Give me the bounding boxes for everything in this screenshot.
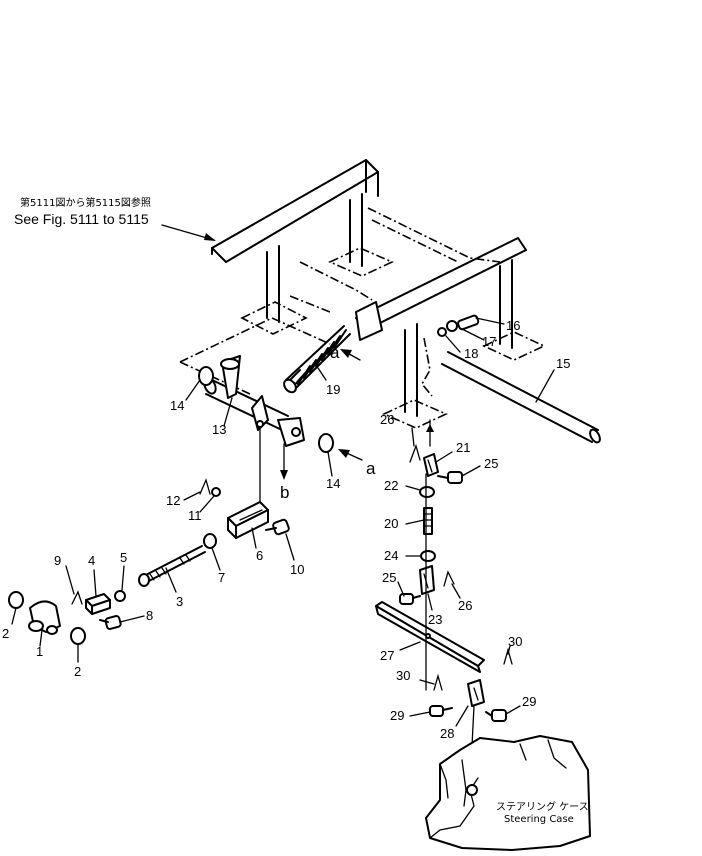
part-label-20: 20 xyxy=(384,516,398,531)
cotter-pin-30-left xyxy=(433,673,443,691)
bolt-16 xyxy=(457,314,480,331)
part-label-24: 24 xyxy=(384,548,398,563)
rod-20 xyxy=(423,507,433,535)
part-label-28: 28 xyxy=(440,726,454,741)
rod-3-nut xyxy=(138,573,150,587)
part-label-3: 3 xyxy=(176,594,183,609)
frame-hidden-lines xyxy=(179,207,501,397)
part-label-23: 23 xyxy=(428,612,442,627)
cotter-pin-12 xyxy=(199,478,211,495)
clevis-23 xyxy=(419,565,435,595)
lever-1 xyxy=(28,600,61,635)
part-label-25-upper: 25 xyxy=(484,456,498,471)
spring-bracket xyxy=(355,301,383,341)
shaft-15 xyxy=(441,351,601,444)
part-label-17: 17 xyxy=(482,334,496,349)
block-4 xyxy=(85,593,111,615)
part-label-30-right: 30 xyxy=(508,634,522,649)
view-marker-a-upper: a xyxy=(330,343,340,362)
bushing-14-lower xyxy=(318,433,334,453)
part-label-8: 8 xyxy=(146,608,153,623)
part-label-16: 16 xyxy=(506,318,520,333)
bolt-16-assembly xyxy=(437,314,480,337)
view-marker-a-lower: a xyxy=(366,459,376,478)
cotter-pin-9 xyxy=(71,590,83,605)
frame-structure xyxy=(179,159,546,429)
part-label-1: 1 xyxy=(36,644,43,659)
nut-5 xyxy=(114,590,126,602)
steering-case-label-jp: ステアリング ケース xyxy=(496,800,589,813)
part-label-30-left: 30 xyxy=(396,668,410,683)
part-label-6: 6 xyxy=(256,548,263,563)
part-label-22: 22 xyxy=(384,478,398,493)
bushing-14-upper xyxy=(198,366,214,386)
part-label-26-lower: 26 xyxy=(458,598,472,613)
nut-24 xyxy=(420,550,436,562)
part-label-4: 4 xyxy=(88,553,95,568)
bolt-29-left xyxy=(429,705,453,717)
part-label-2-left: 2 xyxy=(2,626,9,641)
part-label-13: 13 xyxy=(212,422,226,437)
bolt-29-right xyxy=(485,709,507,722)
part-label-19: 19 xyxy=(326,382,340,397)
bushing-2-left xyxy=(8,591,24,609)
part-label-15: 15 xyxy=(556,356,570,371)
frame-foot-plates xyxy=(240,247,546,429)
lever-13 xyxy=(203,355,305,447)
view-marker-b: b xyxy=(280,483,289,502)
spring-19 xyxy=(283,325,351,394)
leader-lines xyxy=(11,317,555,727)
bolt-10 xyxy=(265,518,290,536)
nut-22 xyxy=(419,486,435,498)
part-label-5: 5 xyxy=(120,550,127,565)
part-label-26-upper: 26 xyxy=(380,412,394,427)
part-label-10: 10 xyxy=(290,562,304,577)
washer-18 xyxy=(437,327,447,337)
part-label-9: 9 xyxy=(54,553,61,568)
part-label-7: 7 xyxy=(218,570,225,585)
rod-3 xyxy=(139,545,206,585)
nut-17 xyxy=(446,320,458,332)
part-label-25-lower: 25 xyxy=(382,570,396,585)
part-label-14-lower: 14 xyxy=(326,476,340,491)
steering-case-label-en: Steering Case xyxy=(504,814,574,825)
part-label-29-left: 29 xyxy=(390,708,404,723)
reference-arrowhead xyxy=(204,233,216,241)
block-6 xyxy=(227,501,269,539)
part-label-18: 18 xyxy=(464,346,478,361)
part-label-27: 27 xyxy=(380,648,394,663)
link-27 xyxy=(375,601,485,673)
bolt-25-upper xyxy=(437,471,463,484)
cotter-pin-26-lower xyxy=(443,570,455,587)
part-label-21: 21 xyxy=(456,440,470,455)
view-arrows xyxy=(280,349,434,480)
reference-note-en: See Fig. 5111 to 5115 xyxy=(14,211,149,227)
clevis-21 xyxy=(423,453,439,477)
steering-case: ステアリング ケース Steering Case xyxy=(425,735,591,851)
front-top-beam xyxy=(211,159,379,263)
reference-note-jp: 第5111図から第5115図参照 xyxy=(20,196,151,209)
bolt-25-lower xyxy=(399,593,421,605)
part-label-12: 12 xyxy=(166,493,180,508)
washer-11 xyxy=(211,487,221,497)
cotter-pin-26-upper xyxy=(409,443,421,463)
nut-7 xyxy=(203,533,217,549)
part-number-labels: 1 2 2 3 4 5 6 7 8 9 10 11 12 13 14 14 15… xyxy=(2,318,570,741)
cotter-pin-30-right xyxy=(503,647,513,665)
part-label-29-right: 29 xyxy=(522,694,536,709)
part-label-11: 11 xyxy=(188,508,202,523)
part-label-14-upper: 14 xyxy=(170,398,184,413)
bushing-2-right xyxy=(70,627,86,645)
part-label-2-right: 2 xyxy=(74,664,81,679)
bolt-8 xyxy=(99,615,122,630)
